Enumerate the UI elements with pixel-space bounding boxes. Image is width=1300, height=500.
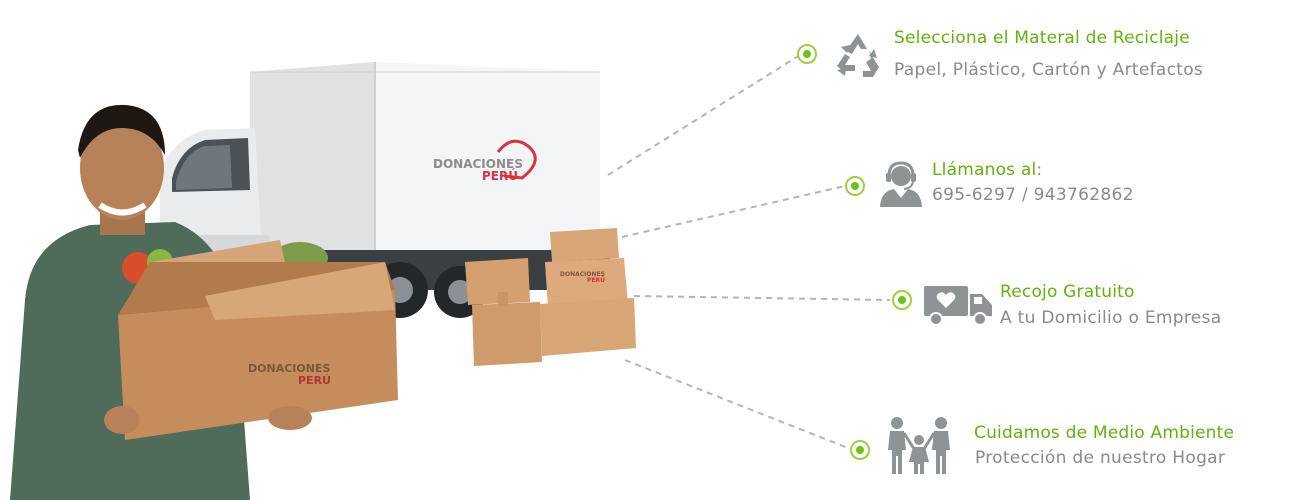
bullet-dot-icon xyxy=(845,176,865,196)
feature-subtitle: Papel, Plástico, Cartón y Artefactos xyxy=(894,60,1204,80)
feature-subtitle: Protección de nuestro Hogar xyxy=(975,448,1226,468)
feature-title: Selecciona el Materal de Reciclaje xyxy=(894,28,1190,48)
feature-title: Llámanos al: xyxy=(932,160,1043,180)
stacked-boxes-illustration: DONACIONES PERÚ xyxy=(465,228,636,366)
delivery-truck-heart-icon xyxy=(924,286,992,326)
headset-operator-icon xyxy=(880,161,922,207)
truck-illustration: DONACIONES PERÚ xyxy=(150,62,610,318)
bullet-dot-icon xyxy=(850,440,870,460)
box-logo-line2: PERÚ xyxy=(587,277,605,284)
truck-logo-line1: DONACIONES xyxy=(433,157,523,171)
feature-title: Cuidamos de Medio Ambiente xyxy=(974,423,1235,443)
feature-subtitle: A tu Domicilio o Empresa xyxy=(1000,308,1222,328)
connector-lines xyxy=(607,54,891,449)
feature-title: Recojo Gratuito xyxy=(1000,282,1135,302)
carried-box-logo-line2: PERÚ xyxy=(298,374,331,387)
family-icon xyxy=(888,417,950,474)
bullet-dot-icon xyxy=(797,44,817,64)
box-logo-line1: DONACIONES xyxy=(560,271,605,278)
carried-box-logo-line1: DONACIONES xyxy=(248,362,330,375)
bullet-dot-icon xyxy=(892,290,912,310)
feature-subtitle: 695-6297 / 943762862 xyxy=(932,185,1134,205)
truck-logo-line2: PERÚ xyxy=(482,168,518,183)
heart-logo-icon xyxy=(496,139,537,180)
man-with-box-illustration: DONACIONES PERÚ xyxy=(10,104,398,500)
recycle-icon xyxy=(837,34,879,77)
